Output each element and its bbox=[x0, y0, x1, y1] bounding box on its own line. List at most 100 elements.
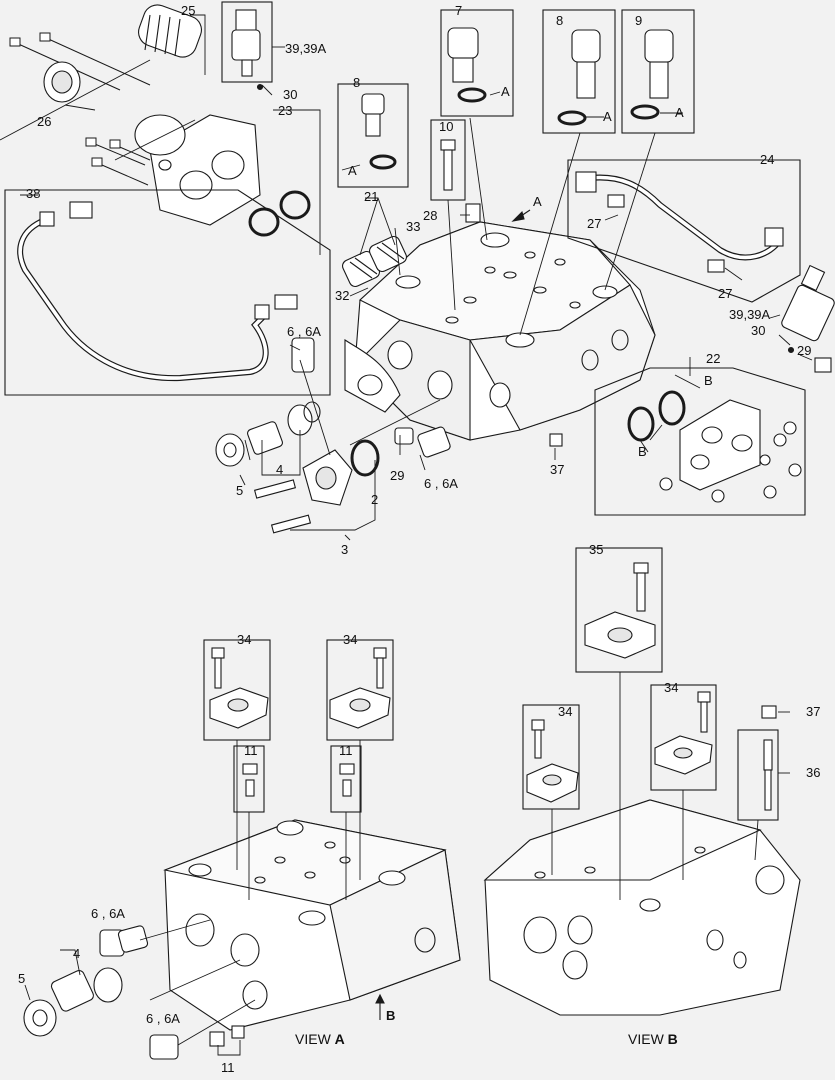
plug-11-a bbox=[242, 763, 355, 797]
label-part-6-top: 6 , 6A bbox=[287, 324, 321, 339]
end-plate-22 bbox=[679, 399, 761, 491]
label-part-11-a1: 11 bbox=[244, 743, 258, 758]
view-a-body bbox=[163, 819, 461, 1031]
label-part-23: 23 bbox=[278, 103, 293, 118]
bolts-3 bbox=[253, 479, 312, 534]
label-part-34-a2: 34 bbox=[343, 632, 358, 647]
tube-fitting bbox=[254, 304, 270, 320]
label-view-b-marker: B bbox=[386, 1008, 396, 1023]
view-b-body bbox=[483, 799, 801, 1016]
label-part-22: 22 bbox=[706, 351, 721, 366]
leader-lines bbox=[0, 14, 813, 1056]
label-part-28: 28 bbox=[423, 208, 438, 223]
o-ring bbox=[248, 207, 280, 237]
box-38 bbox=[4, 189, 331, 396]
label-part-39: 39,39A bbox=[285, 41, 327, 56]
box-7 bbox=[440, 9, 514, 117]
label-part-4-top: 4 bbox=[276, 462, 284, 477]
label-part-6-view-a1: 6 , 6A bbox=[91, 906, 125, 921]
label-part-9: 9 bbox=[635, 13, 643, 28]
cartridge-9 bbox=[630, 29, 674, 120]
end-cover-23 bbox=[134, 114, 261, 226]
label-callout-a: A bbox=[675, 105, 684, 120]
label-part-39-right: 39,39A bbox=[729, 307, 771, 322]
label-callout-a: A bbox=[603, 109, 612, 124]
view-b-letter: B bbox=[667, 1031, 678, 1047]
tube-fitting bbox=[39, 211, 55, 227]
solenoid-39-top bbox=[231, 9, 261, 77]
box-34-b2 bbox=[650, 684, 717, 791]
label-part-7: 7 bbox=[455, 3, 463, 18]
tube-38 bbox=[17, 217, 269, 382]
cartridge-8-right bbox=[557, 29, 601, 126]
label-part-34-b2: 34 bbox=[664, 680, 679, 695]
label-part-10: 10 bbox=[439, 119, 454, 134]
o-ring bbox=[279, 190, 311, 220]
bolts-22 bbox=[659, 421, 802, 503]
label-part-37-top: 37 bbox=[550, 462, 565, 477]
flange-3 bbox=[302, 449, 353, 506]
plug-6-mid bbox=[394, 426, 451, 458]
label-callout-a: A bbox=[501, 84, 510, 99]
view-a-side-parts bbox=[23, 925, 245, 1060]
flange-34-a2 bbox=[329, 647, 391, 729]
box-9 bbox=[621, 9, 695, 134]
label-part-11-view-a: 11 bbox=[221, 1060, 235, 1075]
label-callout-b: B bbox=[638, 444, 647, 459]
bolts-left bbox=[9, 32, 151, 186]
fitting-27 bbox=[607, 194, 625, 208]
label-part-27-a: 27 bbox=[587, 216, 602, 231]
label-part-3: 3 bbox=[341, 542, 349, 557]
box-39-top bbox=[221, 1, 273, 83]
view-a-prefix: VIEW bbox=[295, 1031, 335, 1047]
label-part-4-view-a: 4 bbox=[73, 946, 81, 961]
box-8-left bbox=[337, 83, 409, 188]
spring-4-top bbox=[247, 401, 321, 455]
label-part-5-top: 5 bbox=[236, 483, 244, 498]
plug-5-top bbox=[215, 433, 245, 467]
label-callout-a: A bbox=[348, 163, 357, 178]
main-valve-body bbox=[344, 221, 656, 441]
label-view-a-marker: A bbox=[533, 194, 542, 209]
plug-6-top bbox=[291, 337, 315, 373]
label-part-8-left: 8 bbox=[353, 75, 361, 90]
solenoid-39-right bbox=[781, 264, 835, 342]
label-part-30-right: 30 bbox=[751, 323, 766, 338]
label-part-38: 38 bbox=[26, 186, 41, 201]
flange-34-b1 bbox=[526, 719, 579, 803]
label-part-6-mid: 6 , 6A bbox=[424, 476, 458, 491]
fitting-27 bbox=[707, 259, 725, 273]
label-part-37-bottom: 37 bbox=[806, 704, 821, 719]
cap-26 bbox=[43, 61, 81, 103]
label-part-5-view-a: 5 bbox=[18, 971, 26, 986]
view-b-arrow bbox=[375, 993, 385, 1020]
view-a-letter: A bbox=[334, 1031, 345, 1047]
label-part-36: 36 bbox=[806, 765, 821, 780]
label-part-29-right: 29 bbox=[797, 343, 812, 358]
label-part-34-a1: 34 bbox=[237, 632, 252, 647]
tube-fitting bbox=[274, 294, 298, 310]
flange-34-b2 bbox=[654, 691, 713, 775]
ball-30 bbox=[787, 346, 795, 354]
cartridge-8-left bbox=[361, 93, 397, 170]
label-part-26: 26 bbox=[37, 114, 52, 129]
flange-34-a1 bbox=[209, 647, 269, 729]
tube-fitting bbox=[764, 227, 784, 247]
tube-24 bbox=[589, 174, 783, 261]
label-part-34-b1: 34 bbox=[558, 704, 573, 719]
plug-10 bbox=[440, 139, 456, 191]
label-callout-b: B bbox=[704, 373, 713, 388]
label-part-33: 33 bbox=[406, 219, 421, 234]
o-ring bbox=[627, 406, 655, 442]
label-part-6-view-a2: 6 , 6A bbox=[146, 1011, 180, 1026]
plug-37 bbox=[549, 433, 563, 447]
plug-28 bbox=[465, 203, 481, 223]
o-ring-2 bbox=[350, 439, 380, 477]
label-part-25: 25 bbox=[181, 3, 196, 18]
label-part-24: 24 bbox=[760, 152, 775, 167]
tube-fitting bbox=[575, 171, 597, 193]
view-b-prefix: VIEW bbox=[628, 1031, 668, 1047]
label-part-29-mid: 29 bbox=[390, 468, 405, 483]
flange-35 bbox=[584, 562, 656, 659]
